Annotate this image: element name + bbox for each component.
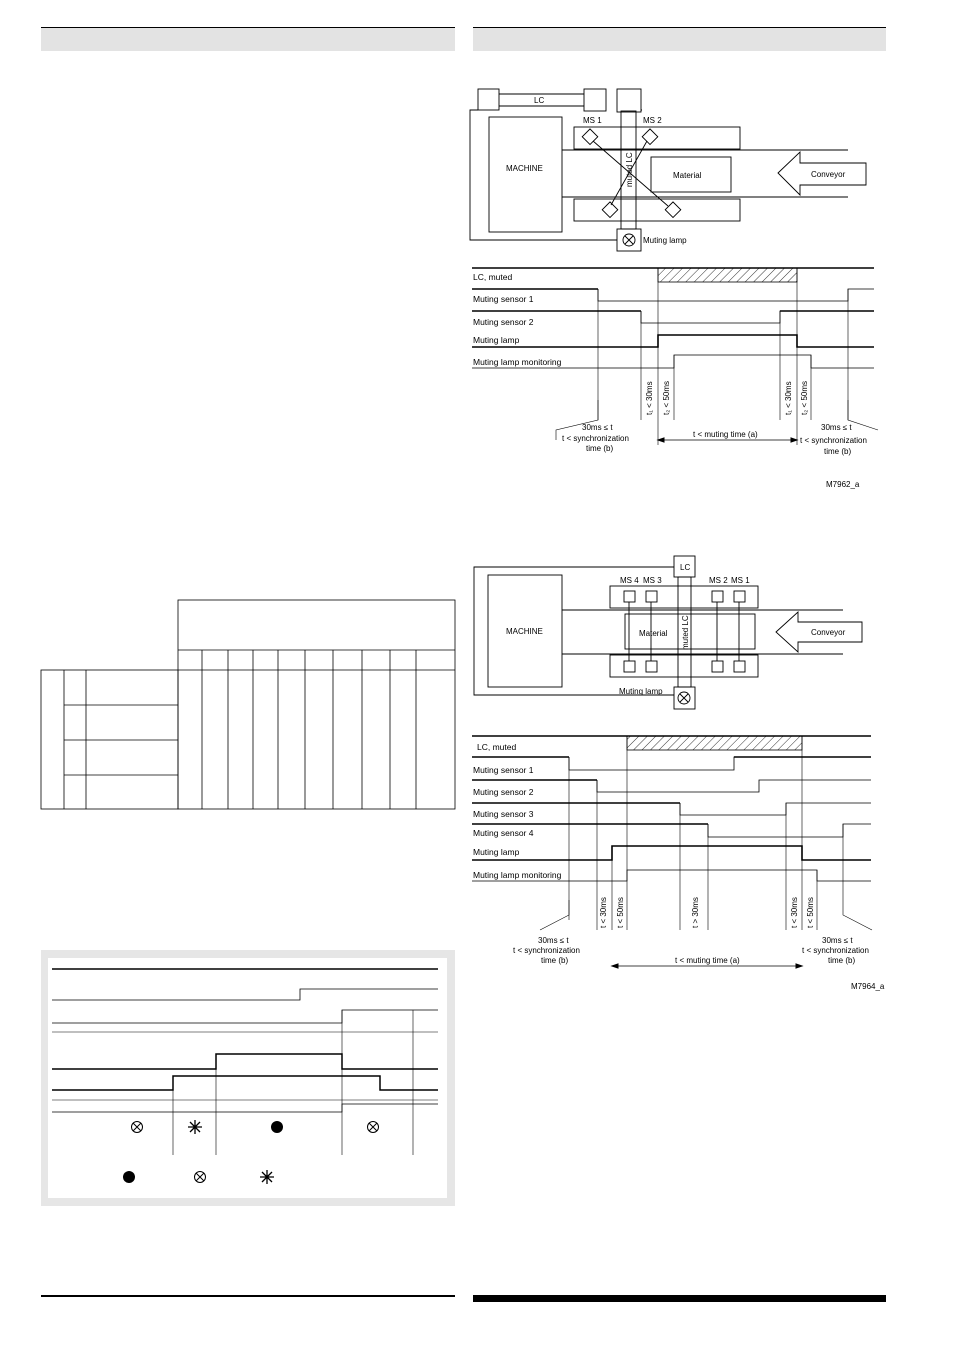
signal2-label-ms2: Muting sensor 2 <box>473 787 534 797</box>
signal2-label-ms4: Muting sensor 4 <box>473 828 534 838</box>
t-e-label: t < 50ms <box>806 897 815 928</box>
lamp-off-icon <box>131 1121 143 1133</box>
footer-rule-left <box>41 1295 455 1297</box>
sync-right-line2: t < synchronization <box>800 436 867 445</box>
signal2-label-lamp-monitoring: Muting lamp monitoring <box>473 870 562 880</box>
sync-left-line1: 30ms ≤ t <box>582 423 613 432</box>
t-a-label: t < 30ms <box>599 897 608 928</box>
sync-left-line3: time (b) <box>586 444 613 453</box>
t1-right-label: t₁ < 30ms <box>784 381 793 415</box>
machine-label-2: MACHINE <box>506 627 543 636</box>
muting-time-label-2: t < muting time (a) <box>675 956 740 965</box>
sync-right-line3: time (b) <box>824 447 851 456</box>
footer-bar-right <box>473 1295 886 1302</box>
sync2-right-line1: 30ms ≤ t <box>822 936 853 945</box>
ms2-label-2: MS 2 <box>709 576 728 585</box>
sync2-right-line3: time (b) <box>828 956 855 965</box>
signal2-label-lc-muted: LC, muted <box>477 742 516 752</box>
figure-id-2: M7964_a <box>851 982 885 991</box>
muting-lamp-label-2: Muting lamp <box>619 687 663 696</box>
ms4-label: MS 4 <box>620 576 639 585</box>
material-label: Material <box>673 171 702 180</box>
muting-lamp-label: Muting lamp <box>643 236 687 245</box>
sync2-left-line2: t < synchronization <box>513 946 580 955</box>
left-section-header <box>41 28 455 51</box>
t-d-label: t < 30ms <box>790 897 799 928</box>
signal2-label-lamp: Muting lamp <box>473 847 520 857</box>
signal2-label-ms1: Muting sensor 1 <box>473 765 534 775</box>
t1-left-label: t₁ < 30ms <box>645 381 654 415</box>
t-b-label: t < 50ms <box>616 897 625 928</box>
legend-lamp-flashing-icon <box>260 1170 274 1184</box>
signal-label-ms1: Muting sensor 1 <box>473 294 534 304</box>
legend-lamp-off-icon <box>194 1171 206 1183</box>
lamp-flashing-icon <box>188 1120 202 1134</box>
t2-left-label: t₂ < 50ms <box>662 381 671 415</box>
signal-label-lc-muted: LC, muted <box>473 272 512 282</box>
muting-time-label: t < muting time (a) <box>693 430 758 439</box>
sync-left-line2: t < synchronization <box>562 434 629 443</box>
sync-right-line1: 30ms ≤ t <box>821 423 852 432</box>
conveyor-label-2: Conveyor <box>811 628 846 637</box>
signal-label-lamp: Muting lamp <box>473 335 520 345</box>
muted-lc-label-2: muted LC <box>681 615 690 650</box>
figure-id-1: M7962_a <box>826 480 860 489</box>
ms1-label-2: MS 1 <box>731 576 750 585</box>
material-label-2: Material <box>639 629 668 638</box>
signal-label-lamp-monitoring: Muting lamp monitoring <box>473 357 562 367</box>
left-header-rule <box>41 27 455 28</box>
sync2-left-line1: 30ms ≤ t <box>538 936 569 945</box>
right-header-rule <box>473 27 886 28</box>
ms3-label: MS 3 <box>643 576 662 585</box>
signal-label-ms2: Muting sensor 2 <box>473 317 534 327</box>
ms1-label: MS 1 <box>583 116 602 125</box>
lc-label-2: LC <box>680 563 690 572</box>
muted-lc-label: muted LC <box>625 152 634 187</box>
right-section-header <box>473 28 886 51</box>
sync2-left-line3: time (b) <box>541 956 568 965</box>
ms2-label: MS 2 <box>643 116 662 125</box>
legend-lamp-on-icon <box>123 1171 135 1183</box>
t-c-label: t > 30ms <box>691 897 700 928</box>
lamp-off-icon <box>367 1121 379 1133</box>
lc-label: LC <box>534 96 544 105</box>
lamp-on-icon <box>271 1121 283 1133</box>
signal2-label-ms3: Muting sensor 3 <box>473 809 534 819</box>
sync2-right-line2: t < synchronization <box>802 946 869 955</box>
conveyor-label: Conveyor <box>811 170 846 179</box>
t2-right-label: t₂ < 50ms <box>800 381 809 415</box>
machine-label: MACHINE <box>506 164 543 173</box>
